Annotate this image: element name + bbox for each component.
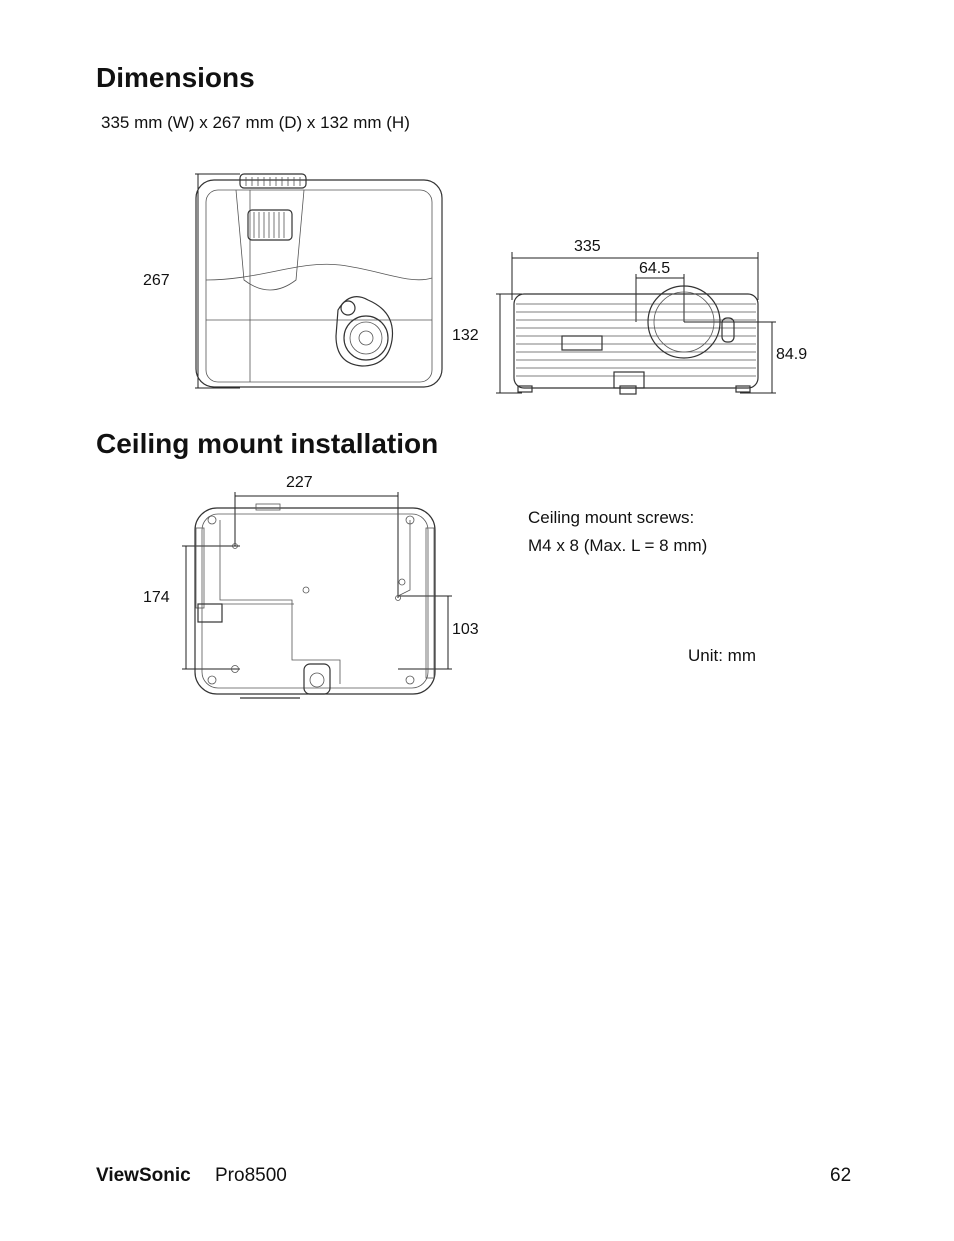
front-view-width-label: 335 [574,238,601,255]
projector-bottom-view [182,492,452,699]
unit-label: Unit: mm [688,646,756,665]
footer-model: Pro8500 [215,1165,287,1186]
lens-offset-label: 64.5 [639,260,671,277]
footer-page-number: 62 [830,1165,852,1186]
top-view-depth-label: 267 [143,272,170,289]
ceiling-screws-spec: M4 x 8 (Max. L = 8 mm) [528,536,708,555]
ceiling-mount-heading: Ceiling mount installation [96,428,439,459]
bottom-view-width-label: 227 [286,474,313,491]
front-view-height-label: 132 [452,327,479,344]
projector-top-view [195,173,443,389]
bottom-view-offset-label: 103 [452,621,479,638]
footer-brand: ViewSonic [96,1165,191,1186]
projector-front-view [496,252,776,395]
ceiling-screws-label: Ceiling mount screws: [528,508,695,527]
lens-height-label: 84.9 [776,346,808,363]
overall-size-text: 335 mm (W) x 267 mm (D) x 132 mm (H) [101,113,410,132]
bottom-view-depth-label: 174 [143,589,170,606]
dimensions-heading: Dimensions [96,62,255,93]
